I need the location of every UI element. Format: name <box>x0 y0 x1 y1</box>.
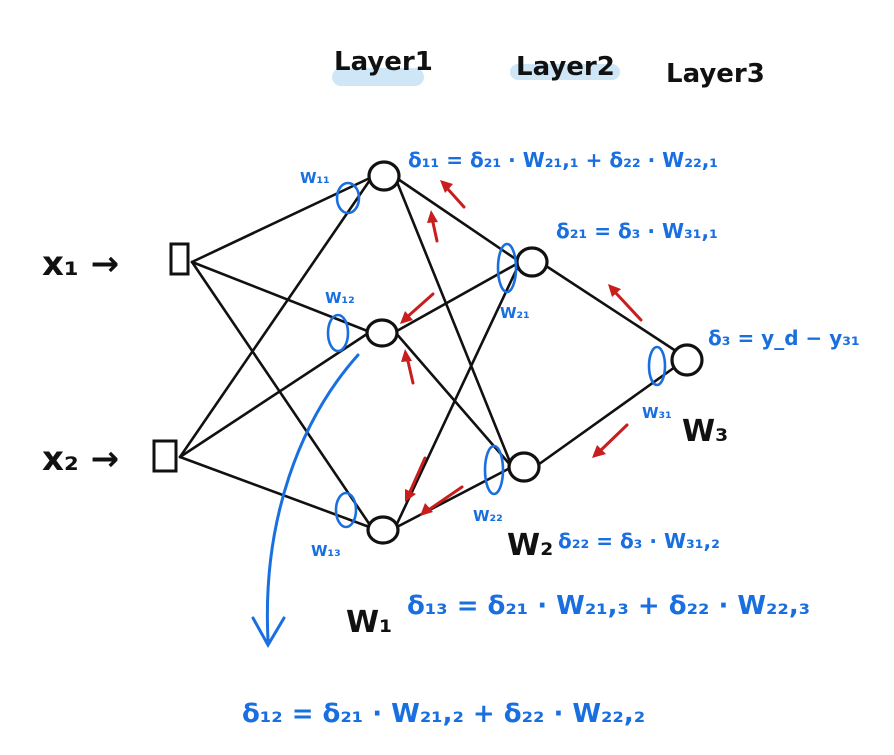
neuron-layer2-1 <box>515 246 549 278</box>
weight-label-w22: W₂₂ <box>473 507 503 525</box>
neuron-layer2-2 <box>507 451 541 483</box>
equation-delta11: δ₁₁ = δ₂₁ · W₂₁,₁ + δ₂₂ · W₂₂,₁ <box>408 148 718 172</box>
weight-ring-w22 <box>483 444 505 496</box>
backprop-arrows <box>400 180 643 516</box>
neuron-layer1-2 <box>365 318 399 348</box>
input-label-x1: x₁ → <box>42 244 119 284</box>
delta12-pointer-arrow <box>265 353 360 642</box>
equation-delta12: δ₁₂ = δ₂₁ · W₂₁,₂ + δ₂₂ · W₂₂,₂ <box>242 699 645 729</box>
input-label-x2: x₂ → <box>42 439 119 479</box>
weight-label-w12: W₁₂ <box>325 289 355 307</box>
equation-delta3: δ₃ = y_d − y₃₁ <box>708 326 860 350</box>
weight-label-w13: W₁₃ <box>311 542 341 560</box>
weight-label-w31: W₃₁ <box>642 404 672 422</box>
weight-ring-w21 <box>496 242 518 294</box>
matrix-label-W1: W₁ <box>346 605 392 640</box>
layer2-label: Layer2 <box>516 52 615 82</box>
weight-ring-w13 <box>334 491 358 529</box>
equation-delta13: δ₁₃ = δ₂₁ · W₂₁,₃ + δ₂₂ · W₂₂,₃ <box>407 591 810 621</box>
weight-ring-w11 <box>335 181 361 215</box>
weight-label-w11: W₁₁ <box>300 169 330 187</box>
input-node-x1 <box>169 242 190 276</box>
input-node-x2 <box>152 439 178 473</box>
edges-layer1-layer2 <box>393 175 522 530</box>
edges-layer2-layer3 <box>533 260 684 469</box>
equation-delta21: δ₂₁ = δ₃ · W₃₁,₁ <box>556 219 718 243</box>
layer3-label: Layer3 <box>666 59 765 89</box>
delta12-pointer-arrowhead <box>251 616 286 649</box>
weight-ring-w12 <box>326 313 350 353</box>
matrix-label-W2: W₂ <box>507 528 553 563</box>
neuron-layer1-1 <box>367 160 401 192</box>
matrix-label-W3: W₃ <box>682 414 728 449</box>
weight-label-w21: W₂₁ <box>500 304 530 322</box>
weight-ring-w31 <box>647 345 667 387</box>
neuron-layer1-3 <box>366 515 400 545</box>
layer2-highlight <box>510 64 620 80</box>
neuron-layer3 <box>670 343 704 377</box>
edges-input-layer1 <box>178 175 374 530</box>
equation-delta22: δ₂₂ = δ₃ · W₃₁,₂ <box>558 529 720 553</box>
layer1-highlight <box>332 68 424 86</box>
layer1-label: Layer1 <box>334 47 433 77</box>
